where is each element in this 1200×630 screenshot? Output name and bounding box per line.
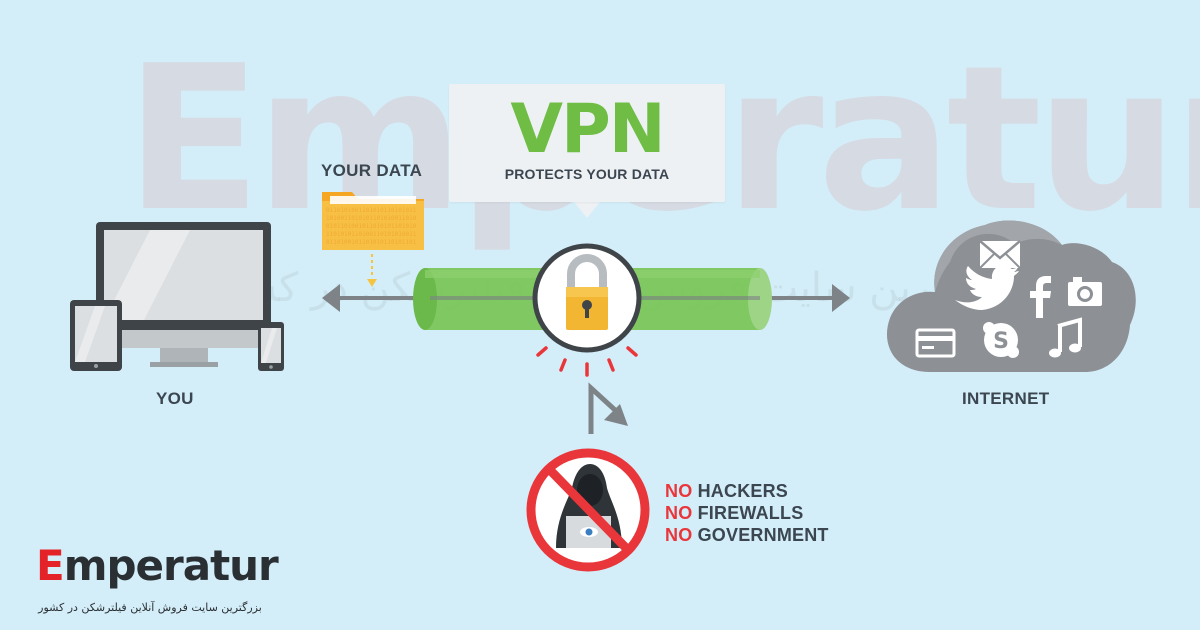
logo-rest: mperatur: [63, 541, 279, 590]
blocked-item-hackers: NO HACKERS: [665, 480, 829, 502]
alert-rays: [536, 346, 638, 377]
phone-icon: [258, 322, 284, 371]
arrow-left-icon: [322, 284, 340, 312]
internet-label: INTERNET: [962, 389, 1050, 408]
callout-pointer: [574, 202, 600, 218]
arrow-right-icon: [832, 284, 850, 312]
blocked-item-firewalls: NO FIREWALLS: [665, 502, 829, 524]
you-label: YOU: [156, 389, 194, 408]
svg-text:0110101001101010110101011: 0110101001101010110101011: [326, 207, 417, 214]
svg-text:S: S: [993, 329, 1009, 354]
vpn-callout: VPN PROTECTS YOUR DATA: [449, 84, 725, 202]
twitter-icon: [955, 265, 1019, 310]
blocked-item-text: FIREWALLS: [697, 503, 804, 523]
desktop-icon: [96, 222, 271, 367]
music-icon: [1049, 317, 1082, 358]
svg-text:0110100101101010110101101: 0110100101101010110101101: [326, 239, 417, 246]
logo-initial: E: [36, 541, 65, 590]
blocked-item-government: NO GOVERNMENT: [665, 524, 829, 546]
padlock-icon: [532, 243, 642, 353]
blocked-item-text: HACKERS: [697, 481, 789, 501]
no-prefix: NO: [665, 503, 693, 523]
camera-icon: [1068, 277, 1102, 306]
credit-card-icon: [915, 328, 956, 358]
your-data-label: YOUR DATA: [321, 161, 423, 180]
svg-text:0101101001011010101101010: 0101101001011010101101010: [326, 223, 417, 230]
blocked-item-text: GOVERNMENT: [697, 525, 829, 545]
logo-tagline: بزرگترین سایت فروش آنلاین فیلترشکن در کش…: [38, 601, 262, 614]
cloud-icon: [886, 220, 1136, 372]
svg-text:1010011010101101010011010: 1010011010101101010011010: [326, 215, 417, 222]
svg-text:1101010110100110101010011: 1101010110100110101010011: [326, 231, 417, 238]
facebook-icon: [1030, 276, 1051, 318]
deflect-arrow-icon: [588, 382, 628, 434]
folder-icon: 0110101001101010110101011 10100110101011…: [322, 192, 424, 287]
prohibited-icon: [526, 448, 650, 572]
brand-logo: Emperatur بزرگترین سایت فروش آنلاین فیلت…: [14, 545, 314, 625]
mail-icon: [979, 240, 1021, 269]
vpn-subtitle: PROTECTS YOUR DATA: [504, 166, 670, 182]
blocked-list: NO HACKERS NO FIREWALLS NO GOVERNMENT: [665, 480, 829, 546]
vpn-title: VPN: [510, 90, 665, 169]
logo-wordmark: Emperatur: [36, 545, 279, 587]
tablet-icon: [70, 300, 122, 371]
no-prefix: NO: [665, 481, 693, 501]
no-prefix: NO: [665, 525, 693, 545]
eye-icon: [580, 527, 598, 537]
skype-icon: S: [983, 322, 1019, 358]
